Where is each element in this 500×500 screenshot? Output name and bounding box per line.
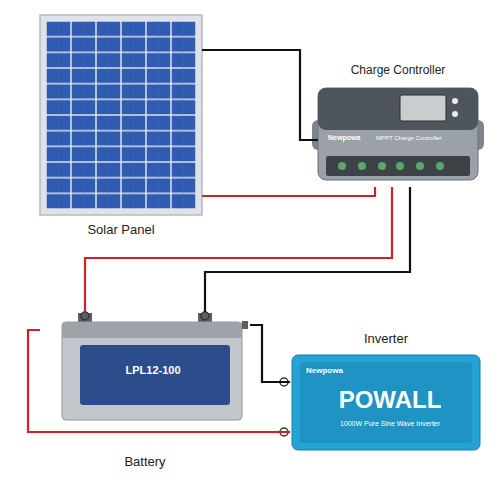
- panel-back: [46, 21, 196, 209]
- text-holder: LPL12-100: [88, 364, 218, 377]
- brand-name: Newpowa: [306, 366, 366, 375]
- battery: Battery LPL12-100: [40, 312, 250, 477]
- inverter-front: [300, 362, 472, 443]
- wire: [205, 187, 410, 312]
- inverter-picture: [280, 355, 480, 450]
- inverter: InverterNewpowaPOWALL 1000W Pure Sine Wav…: [290, 330, 482, 455]
- terminal: [378, 162, 386, 170]
- part-caption: Inverter: [290, 332, 482, 347]
- terminal: [358, 162, 366, 170]
- controller-body: [318, 88, 478, 180]
- solar-panel: Solar Panel: [40, 15, 202, 250]
- text-holder: POWALL: [310, 386, 470, 414]
- ring-lug: [81, 312, 89, 320]
- panel-cells: [46, 21, 196, 209]
- product-name: POWALL: [310, 386, 470, 414]
- text-holder: Newpowa: [306, 366, 366, 375]
- part-caption: Solar Panel: [40, 223, 202, 238]
- part-caption: Battery: [40, 455, 250, 470]
- text-holder: Inverter: [290, 332, 482, 347]
- text-holder: Charge Controller: [318, 64, 478, 78]
- text-holder: Solar Panel: [40, 223, 202, 238]
- text-holder: 1000W Pure Sine Wave Inverter: [310, 420, 470, 428]
- text-holder: MPPT Charge Controller: [376, 135, 472, 142]
- charge-controller-picture: [312, 88, 484, 180]
- charge-controller: Charge ControllerNewpowaMPPT Charge Cont…: [318, 62, 478, 187]
- terminal: [338, 162, 346, 170]
- button: [452, 98, 458, 104]
- part-caption: Charge Controller: [318, 64, 478, 78]
- inverter-body: [292, 355, 480, 450]
- battery-picture: [62, 312, 248, 420]
- model-name: LPL12-100: [88, 364, 218, 377]
- terminal-strip: [326, 156, 470, 176]
- battery-lid: [62, 322, 242, 338]
- controller-top: [318, 88, 478, 130]
- solar-panel-picture: [40, 15, 202, 215]
- battery-label: [80, 345, 230, 405]
- ring-lug: [201, 312, 209, 320]
- lcd-screen: [400, 95, 446, 121]
- wire: [28, 330, 290, 432]
- wire: [250, 325, 290, 382]
- text-holder: Battery: [40, 455, 250, 470]
- wire: [85, 187, 392, 312]
- panel-frame: [40, 15, 202, 215]
- wire: [202, 50, 318, 140]
- terminal: [416, 162, 424, 170]
- battery-post: [242, 321, 248, 329]
- terminal: [396, 162, 404, 170]
- battery-body: [62, 322, 242, 420]
- brand-name: Newpowa: [328, 134, 378, 142]
- terminal: [436, 162, 444, 170]
- model-name: 1000W Pure Sine Wave Inverter: [310, 420, 470, 428]
- text-holder: Newpowa: [328, 134, 378, 142]
- model-name: MPPT Charge Controller: [376, 135, 472, 142]
- wire: [202, 187, 375, 196]
- button: [452, 111, 458, 117]
